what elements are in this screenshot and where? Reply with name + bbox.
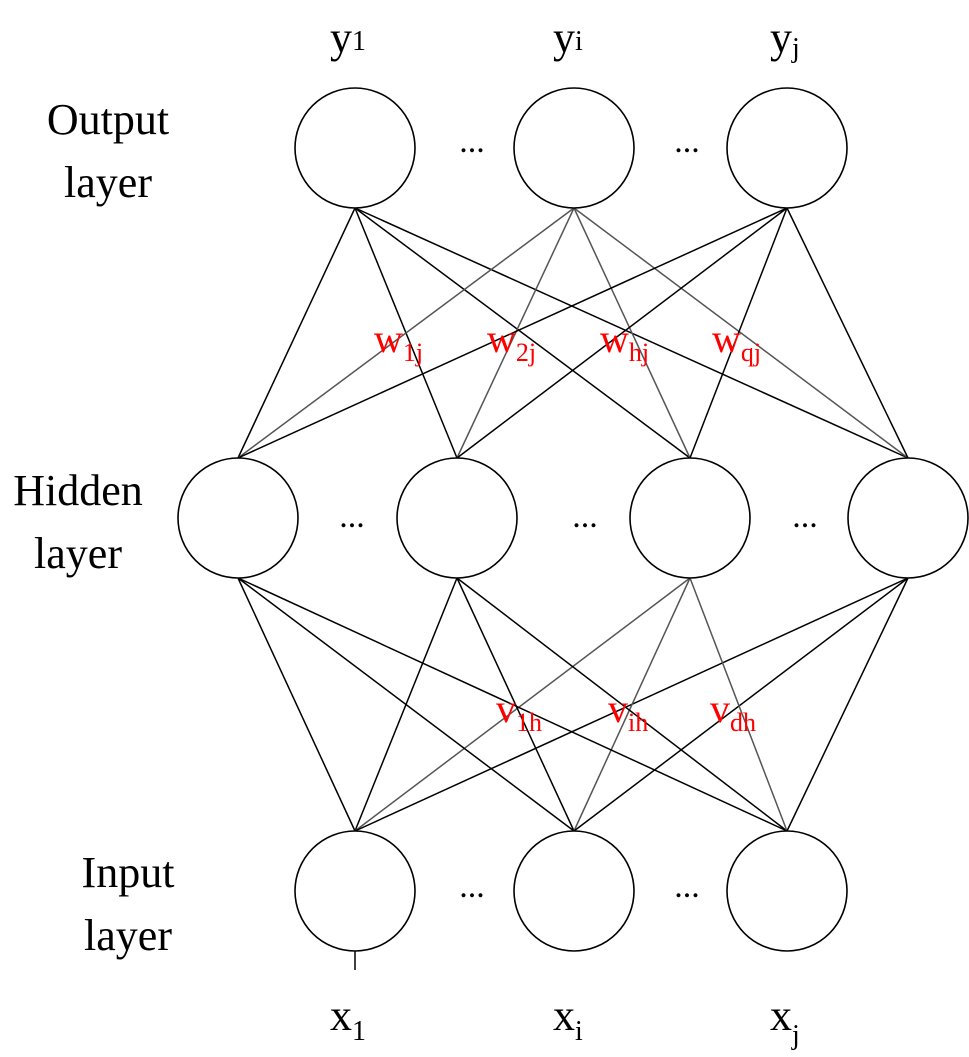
input-label-xj: xj — [770, 991, 800, 1051]
connection-hidden-4-to-yj — [786, 207, 909, 459]
connection-xi-to-hidden-4 — [573, 577, 909, 832]
connection-lines — [237, 207, 909, 970]
connection-xj-to-hidden-2 — [456, 577, 788, 832]
output-ellipsis-1: ... — [459, 123, 485, 160]
weight-label-w2j: w2j — [487, 316, 536, 367]
weight-label-vdh: vdh — [710, 686, 756, 737]
connection-hidden-4-to-yi — [573, 207, 909, 459]
input-layer-label-line1: Input — [82, 848, 175, 897]
input-node-xi — [513, 830, 635, 952]
output-node-yi — [513, 87, 635, 209]
input-label-x1: x1 — [330, 991, 366, 1047]
connection-x1-to-hidden-3 — [354, 577, 691, 832]
hidden-node-2 — [396, 457, 518, 579]
input-label-xi: xi — [553, 991, 583, 1047]
connection-x1-to-hidden-1 — [237, 577, 356, 832]
input-ellipsis-1: ... — [459, 868, 485, 905]
output-ellipsis-2: ... — [674, 123, 700, 160]
input-layer-label-line2: layer — [84, 911, 172, 960]
output-label-yi: yi — [553, 13, 583, 62]
output-node-yj — [726, 87, 848, 209]
hidden-layer-label-line1: Hidden — [13, 466, 143, 515]
connection-hidden-3-to-y1 — [354, 207, 691, 459]
output-label-y1: y1 — [330, 13, 366, 62]
output-layer-label-line1: Output — [47, 95, 169, 144]
connection-xi-to-hidden-1 — [237, 577, 575, 832]
hidden-ellipsis-1: ... — [339, 498, 365, 535]
hidden-ellipsis-2: ... — [572, 498, 598, 535]
hidden-node-1 — [177, 457, 299, 579]
output-label-yj: yj — [770, 13, 800, 64]
output-layer-label-line2: layer — [64, 158, 152, 207]
input-node-x1 — [294, 830, 416, 952]
weight-label-whj: whj — [600, 316, 649, 367]
weight-label-wqj: wqj — [712, 316, 761, 367]
hidden-ellipsis-3: ... — [792, 498, 818, 535]
connection-hidden-1-to-yi — [237, 207, 575, 459]
input-ellipsis-2: ... — [674, 868, 700, 905]
weight-label-v1h: v1h — [496, 686, 542, 737]
neurons — [177, 87, 969, 952]
connection-hidden-2-to-yi — [456, 207, 575, 459]
connection-hidden-3-to-yi — [573, 207, 691, 459]
connection-hidden-2-to-yj — [456, 207, 788, 459]
connection-hidden-3-to-yj — [689, 207, 788, 459]
connection-xj-to-hidden-1 — [237, 577, 788, 832]
hidden-layer-label-line2: layer — [34, 529, 122, 578]
connection-hidden-1-to-yj — [237, 207, 788, 459]
connection-xi-to-hidden-2 — [456, 577, 575, 832]
connection-xj-to-hidden-4 — [786, 577, 909, 832]
connection-xj-to-hidden-3 — [689, 577, 788, 832]
hidden-node-4 — [847, 457, 969, 579]
connection-xi-to-hidden-3 — [573, 577, 691, 832]
connection-hidden-1-to-y1 — [237, 207, 356, 459]
input-node-xj — [726, 830, 848, 952]
weight-label-vih: vih — [608, 686, 648, 737]
weight-label-w1j: w1j — [374, 316, 423, 367]
hidden-node-3 — [629, 457, 751, 579]
output-node-y1 — [294, 87, 416, 209]
